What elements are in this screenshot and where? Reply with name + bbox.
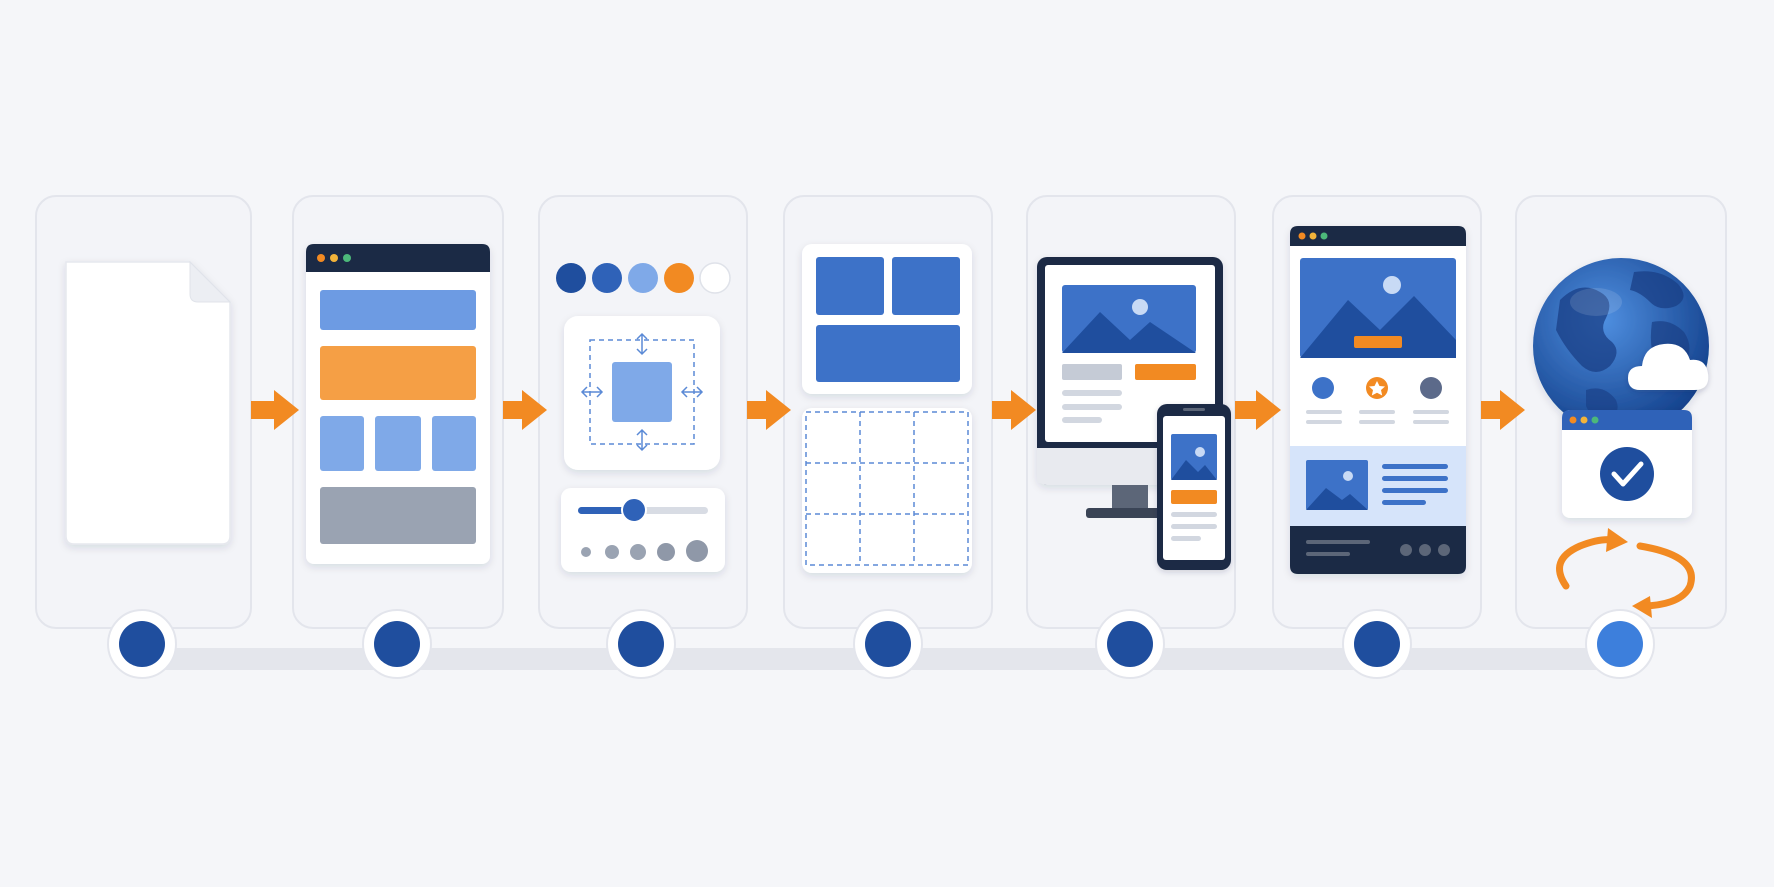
grid-layout-icon bbox=[802, 244, 972, 573]
connector-arrow-6 bbox=[1481, 390, 1525, 430]
timeline-node-3 bbox=[606, 609, 676, 679]
globe-cloud-deploy-icon bbox=[1533, 258, 1709, 618]
timeline-node-5 bbox=[1095, 609, 1165, 679]
design-system-components-icon bbox=[556, 262, 731, 572]
connector-arrow-2 bbox=[503, 390, 547, 430]
wireframe-layout-icon bbox=[306, 244, 490, 564]
responsive-devices-icon bbox=[1037, 257, 1231, 570]
color-swatches bbox=[556, 262, 731, 294]
final-webpage-mockup-icon bbox=[1290, 226, 1466, 574]
mobile-phone-icon bbox=[1157, 404, 1231, 570]
timeline-node-6 bbox=[1342, 609, 1412, 679]
connector-arrow-5 bbox=[1235, 390, 1281, 430]
timeline-node-1 bbox=[107, 609, 177, 679]
timeline-node-7 bbox=[1585, 609, 1655, 679]
connector-arrow-4 bbox=[992, 390, 1036, 430]
timeline-node-4 bbox=[853, 609, 923, 679]
checkmark-icon bbox=[1611, 461, 1644, 487]
cloud-icon bbox=[1628, 343, 1709, 390]
deploy-window-icon bbox=[1562, 410, 1692, 518]
blank-document-icon bbox=[65, 260, 232, 545]
timeline-node-2 bbox=[362, 609, 432, 679]
globe-icon bbox=[1533, 258, 1709, 434]
desktop-monitor-icon bbox=[1037, 257, 1223, 518]
connector-arrow-3 bbox=[747, 390, 791, 430]
refresh-cycle-icon bbox=[1556, 528, 1695, 618]
connector-arrow-1 bbox=[251, 390, 299, 430]
